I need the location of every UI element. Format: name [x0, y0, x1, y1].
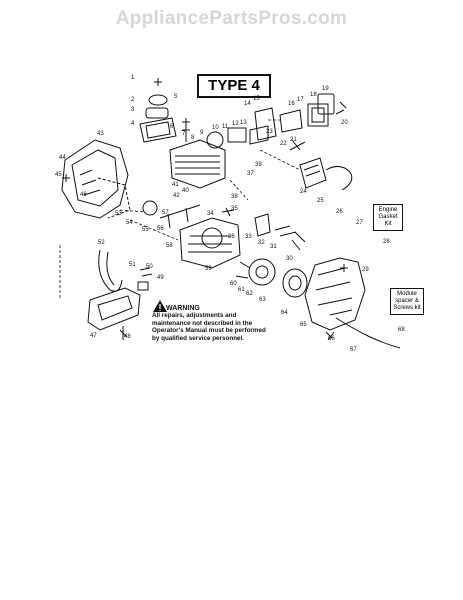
part-number: 49 [157, 275, 164, 281]
watermark: AppliancePartsPros.com [115, 8, 348, 29]
part-number: 7 [182, 131, 186, 137]
warning-heading: WARNING [166, 305, 200, 312]
part-number: 57 [162, 210, 169, 216]
part-number: 21 [290, 137, 297, 143]
part-number: 29 [362, 267, 369, 273]
flywheel-part [282, 268, 308, 298]
part-number: 63 [259, 297, 266, 303]
part-number: 31 [270, 244, 277, 250]
part-number: 66 [328, 336, 335, 342]
part-number: 13 [240, 120, 247, 126]
part-number: 20 [341, 120, 348, 126]
part-number: 55 [142, 227, 149, 233]
warning-triangle-icon [153, 300, 167, 312]
part-number: 10 [212, 125, 219, 131]
part-number: 58 [166, 243, 173, 249]
part-number: 61 [238, 287, 245, 293]
diagram-title: TYPE 4 [197, 74, 271, 98]
part-number: 67 [350, 347, 357, 353]
part-number: 36 [228, 234, 235, 240]
throttle-cable-part [335, 317, 401, 349]
warning-text: All repairs, adjustments and maintenance… [152, 312, 266, 342]
rear-handle-part [87, 287, 141, 331]
part-number: 48 [124, 334, 131, 340]
part-number: 2 [131, 97, 135, 103]
part-number: 19 [322, 86, 329, 92]
part-number: 18 [310, 92, 317, 98]
part-number: 9 [200, 130, 204, 136]
starter-pulley-part [248, 258, 276, 286]
part-number: 44 [59, 155, 66, 161]
part-number: 22 [280, 141, 287, 147]
part-number: 42 [173, 193, 180, 199]
part-number: 1 [131, 75, 135, 81]
fuel-line-part [98, 249, 123, 292]
part-number: 3 [131, 107, 135, 113]
part-number: 23 [266, 129, 273, 135]
part-number: 37 [247, 171, 254, 177]
part-number: 64 [281, 310, 288, 316]
part-number: 5 [174, 94, 178, 100]
part-number: 14 [244, 101, 251, 107]
part-number: 50 [146, 264, 153, 270]
part-number: 6 [170, 124, 174, 130]
part-number: 16 [288, 101, 295, 107]
air-box-part [139, 117, 177, 143]
engine-cover-part [61, 139, 129, 219]
warning-note: WARNING All repairs, adjustments and mai… [152, 305, 270, 342]
part-number: 56 [157, 226, 164, 232]
part-number: 51 [129, 262, 136, 268]
part-number: 59 [205, 266, 212, 272]
part-number: 53 [115, 211, 122, 217]
part-number: 28 [383, 239, 390, 245]
part-number: 52 [98, 240, 105, 246]
part-number: 12 [232, 121, 239, 127]
part-number: 33 [245, 234, 252, 240]
part-number: 38 [231, 194, 238, 200]
part-number: 32 [258, 240, 265, 246]
part-number: 8 [191, 135, 195, 141]
starter-housing-part [304, 257, 366, 331]
ignition-module-part [299, 157, 327, 189]
crankshaft-part [159, 204, 201, 229]
part-number: 41 [172, 182, 179, 188]
part-number: 27 [356, 220, 363, 226]
part-number: 62 [246, 291, 253, 297]
part-number: 30 [286, 256, 293, 262]
part-number: 68 [398, 327, 405, 333]
part-number: 43 [97, 131, 104, 137]
part-number: 60 [230, 281, 237, 287]
module-spacer-kit-box: Module spacer & Screws kit [390, 288, 424, 315]
carburetor-part [254, 107, 277, 141]
part-number: 45 [55, 172, 62, 178]
part-number: 47 [90, 333, 97, 339]
part-number: 40 [182, 188, 189, 194]
crankcase-part [179, 217, 241, 269]
engine-gasket-kit-box: Engine Gasket Kit [373, 204, 403, 231]
air-filter-cover-part [148, 94, 168, 106]
part-number: 25 [317, 198, 324, 204]
cylinder-part [169, 139, 226, 189]
part-number: 11 [222, 124, 229, 130]
part-number: 39 [255, 162, 262, 168]
part-number: 35 [231, 206, 238, 212]
part-number: 26 [336, 209, 343, 215]
part-number: 24 [300, 189, 307, 195]
part-number: 17 [297, 97, 304, 103]
part-number: 15 [253, 96, 260, 102]
part-number: 34 [207, 211, 214, 217]
air-filter-part [145, 107, 169, 119]
part-number: 46 [80, 192, 87, 198]
part-number: 4 [131, 121, 135, 127]
part-number: 65 [300, 322, 307, 328]
part-number: 54 [126, 220, 133, 226]
